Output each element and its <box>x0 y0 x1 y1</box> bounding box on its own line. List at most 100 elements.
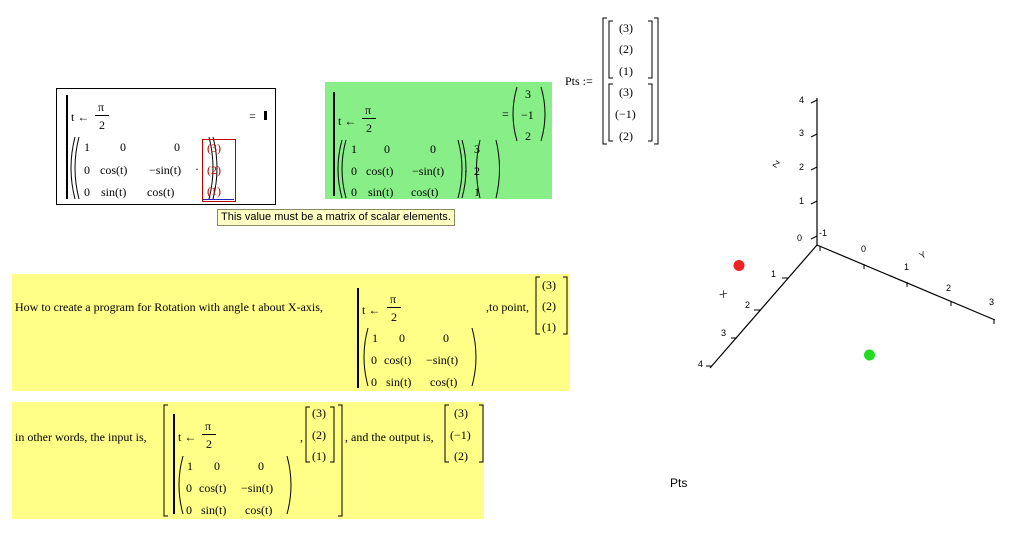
question2-text: in other words, the input is, <box>15 430 147 444</box>
program-bar <box>173 414 175 514</box>
matrix-m33: cos(t) <box>430 375 458 389</box>
pts-top-3: (1) <box>619 64 633 78</box>
assign-t: t ← <box>178 430 197 444</box>
z-tick-3: 3 <box>799 128 805 138</box>
point-2: (2) <box>542 299 556 313</box>
matrix-m12: 0 <box>384 142 390 156</box>
y-tick-neg1: -1 <box>819 228 828 238</box>
matrix-m22: cos(t) <box>100 163 128 177</box>
equals-sign: = <box>249 109 256 123</box>
matrix-m32: sin(t) <box>101 185 127 199</box>
question1-text: How to create a program for Rotation wit… <box>15 300 323 314</box>
x-tick-3: 3 <box>721 328 727 338</box>
rotation-matrix-bracket <box>178 455 292 515</box>
matrix-m32: sin(t) <box>368 185 394 199</box>
pts-label: Pts := <box>565 74 593 88</box>
plot-axes <box>706 98 996 369</box>
error-vec-3: (1) <box>207 184 221 198</box>
point-vector-bracket <box>535 276 568 335</box>
fraction-bar <box>362 118 376 119</box>
matrix-m23: −sin(t) <box>426 353 459 367</box>
fraction-bar <box>95 115 109 116</box>
matrix-m31: 0 <box>371 375 377 389</box>
result-vector-bracket <box>512 86 546 142</box>
multiply-dot: · <box>464 164 468 178</box>
two-denominator: 2 <box>366 121 372 135</box>
green-program-region[interactable]: t ← π 2 = 3 −1 2 1 0 0 0 cos(t) −sin(t) … <box>325 82 552 199</box>
matrix-m11: 1 <box>84 140 90 154</box>
plot-point-1 <box>864 349 875 361</box>
edit-cursor <box>264 111 267 120</box>
matrix-m23: −sin(t) <box>241 481 274 495</box>
error-vec-2: (2) <box>207 163 221 177</box>
matrix-m33: cos(t) <box>245 503 273 517</box>
input-vec-1: (3) <box>312 406 326 420</box>
output-vec-2: (−1) <box>450 428 471 442</box>
program-bar <box>357 288 359 388</box>
rotation-matrix-bracket <box>363 327 477 387</box>
vec-1: 3 <box>474 142 480 156</box>
matrix-m32: sin(t) <box>386 375 412 389</box>
y-tick-2: 2 <box>946 283 952 293</box>
question-region-1[interactable]: How to create a program for Rotation wit… <box>12 274 569 391</box>
matrix-m23: −sin(t) <box>412 164 445 178</box>
x-tick-4: 4 <box>698 359 704 369</box>
matrix-m23: −sin(t) <box>149 163 182 177</box>
input-outer-bracket <box>163 404 343 517</box>
matrix-m22: cos(t) <box>199 481 227 495</box>
matrix-m12: 0 <box>399 331 405 345</box>
error-program-region[interactable]: t ← π 2 = 1 0 0 0 cos(t) −sin(t) 0 sin(t… <box>56 88 276 205</box>
matrix-m13: 0 <box>430 142 436 156</box>
selection-underline <box>203 199 234 200</box>
error-tooltip: This value must be a matrix of scalar el… <box>217 209 455 226</box>
input-vec-2: (2) <box>312 428 326 442</box>
plot-points-layer <box>733 260 875 361</box>
matrix-m13: 0 <box>258 459 264 473</box>
error-vector-box <box>202 139 236 202</box>
z-tick-4: 4 <box>799 95 805 105</box>
program-bar <box>333 92 335 196</box>
input-vec-3: (1) <box>312 449 326 463</box>
assign-t: t ← <box>338 114 357 128</box>
fraction-bar <box>202 434 216 435</box>
output-vector-bracket <box>444 404 484 463</box>
matrix-m11: 1 <box>372 331 378 345</box>
assign-t: t ← <box>71 110 90 124</box>
output-vec-3: (2) <box>454 449 468 463</box>
multiply-dot: · <box>195 162 199 176</box>
x-tick-1: 1 <box>771 269 777 279</box>
error-vec-1: (3) <box>207 141 221 155</box>
pts-bottom-1: (3) <box>619 85 633 99</box>
z-tick-0: 0 <box>797 233 803 243</box>
pts-top-2: (2) <box>619 42 633 56</box>
result-2: −1 <box>521 108 534 122</box>
matrix-m21: 0 <box>186 481 192 495</box>
point-3: (1) <box>542 320 556 334</box>
pts-definition[interactable]: Pts := (3) (2) (1) (3) (−1) (2) <box>565 16 665 148</box>
pi-numerator: π <box>390 292 397 306</box>
pi-numerator: π <box>98 100 105 114</box>
scatter-3d-plot[interactable]: 0 1 2 3 4 Z -1 0 1 2 3 Y 1 2 3 4 X <box>690 88 1010 388</box>
y-tick-1: 1 <box>904 262 910 272</box>
pi-numerator: π <box>205 419 212 433</box>
vec-3: 1 <box>474 185 480 199</box>
matrix-m21: 0 <box>371 353 377 367</box>
question-region-2[interactable]: in other words, the input is, t ← π 2 1 … <box>12 402 484 519</box>
matrix-m11: 1 <box>187 459 193 473</box>
pts-bottom-3: (2) <box>619 129 633 143</box>
pts-bottom-2: (−1) <box>615 107 636 121</box>
matrix-m31: 0 <box>84 185 90 199</box>
matrix-m21: 0 <box>84 163 90 177</box>
two-denominator: 2 <box>391 310 397 324</box>
program-bar <box>66 95 68 199</box>
matrix-m31: 0 <box>351 185 357 199</box>
pts-top-1: (3) <box>619 21 633 35</box>
x-tick-2: 2 <box>745 300 751 310</box>
to-point-text: ,to point, <box>486 300 530 314</box>
pts-brackets <box>602 17 659 145</box>
rotation-matrix-bracket <box>70 136 218 200</box>
y-tick-0: 0 <box>861 244 867 254</box>
two-denominator: 2 <box>99 118 105 132</box>
matrix-m33: cos(t) <box>411 185 439 199</box>
matrix-m32: sin(t) <box>201 503 227 517</box>
